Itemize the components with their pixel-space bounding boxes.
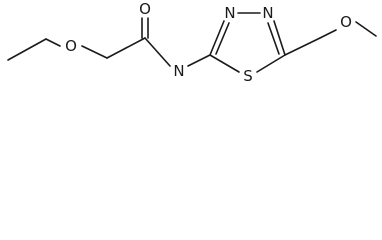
bond-o-ch3 [355, 21, 377, 37]
ring-bond-s-c2 [209, 54, 240, 73]
atom-o-carbonyl: O [139, 0, 151, 18]
bond-ch2-carbonyl [106, 37, 146, 59]
bond-ethyl [7, 38, 47, 61]
bond-o-ch2 [81, 45, 108, 59]
ring-bond-c2-n3-a [209, 20, 225, 56]
structure-drawing: O O N N N S O [7, 0, 377, 85]
molecule-diagram: O O N N N S O [0, 0, 382, 96]
bond-c5-ch2 [284, 37, 321, 56]
atom-n-amide: N [173, 62, 184, 80]
bond-ch2-o-right [319, 29, 337, 39]
bonds [7, 12, 377, 73]
atom-o-ether-left: O [65, 37, 77, 55]
ring-bond-n4-c5-a [273, 20, 286, 56]
atom-n-ring-left: N [224, 4, 235, 22]
atom-s-ring: S [243, 67, 253, 85]
atom-labels: O O N N N S O [65, 0, 352, 85]
ring-bond-c5-s [256, 54, 286, 73]
atom-o-ether-right: O [340, 13, 352, 31]
atom-n-ring-right: N [262, 4, 273, 22]
ring-bond-c2-n3-b [215, 22, 230, 55]
bond-carbonyl-n [144, 37, 171, 67]
ring-bond-n4-c5-b [267, 22, 280, 55]
bond-n-ring [187, 54, 211, 67]
bond-ch2-o [45, 38, 61, 47]
